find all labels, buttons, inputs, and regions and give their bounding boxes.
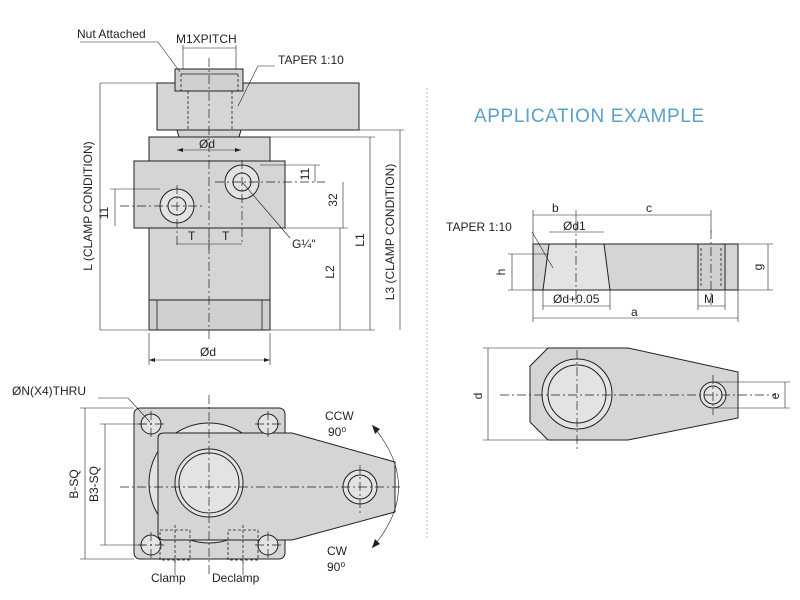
label-t-right: T [222,229,230,243]
label-declamp: Declamp [212,571,260,585]
label-11-left: 11 [97,206,111,219]
app-top-view [483,347,790,450]
label-t-left: T [188,229,196,243]
label-taper: TAPER 1:10 [278,53,344,67]
app-side-view [508,210,773,322]
label-cw-deg: 90⁰ [327,560,345,574]
app-label-d: d [471,393,485,400]
top-view [80,395,400,575]
label-l3-clamp: L3 (CLAMP CONDITION) [383,164,397,300]
label-l-clamp: L (CLAMP CONDITION) [81,141,95,270]
label-b-sq: B-SQ [67,469,81,498]
label-l1: L1 [353,233,367,247]
label-ccw: CCW [325,409,354,423]
label-g-quarter: G¼" [292,237,316,251]
label-n-thru: ØN(X4)THRU [12,384,86,398]
app-label-b: b [552,201,559,215]
label-od-bottom: Ød [200,345,216,359]
label-cw: CW [327,544,348,558]
app-label-m: M [704,292,714,306]
label-ccw-deg: 90⁰ [328,425,346,439]
app-label-taper: TAPER 1:10 [446,220,512,234]
label-m1xpitch: M1XPITCH [176,32,237,46]
label-nut-attached: Nut Attached [77,27,146,41]
app-label-od-tol: Ød+0.05 [553,292,600,306]
label-od-top: Ød [199,137,215,151]
label-32: 32 [326,193,340,207]
app-label-h: h [494,269,508,276]
app-title: APPLICATION EXAMPLE [474,106,705,127]
app-label-od1: Ød1 [563,219,586,233]
app-label-e: e [768,392,782,399]
upper-body [148,136,271,162]
label-11-right: 11 [298,167,312,180]
middle-flange [133,160,286,229]
label-l2: L2 [323,265,337,279]
app-label-c: c [646,201,652,215]
app-label-a: a [631,305,638,319]
label-clamp: Clamp [151,571,186,585]
label-b3-sq: B3-SQ [87,466,101,502]
front-view [80,41,404,365]
app-label-g: g [751,264,765,271]
